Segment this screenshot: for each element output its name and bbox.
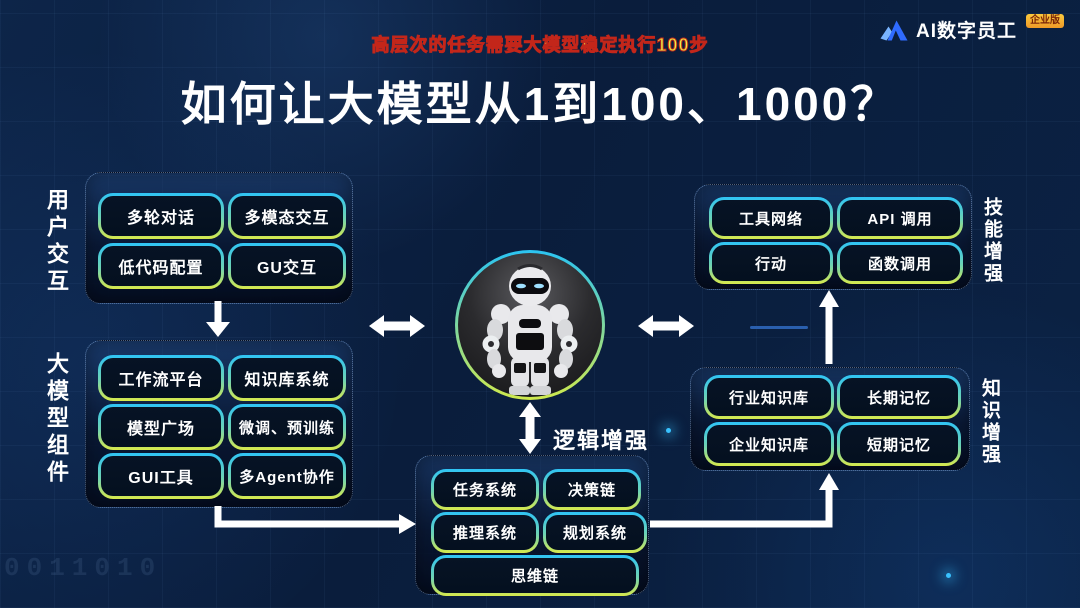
slide-subtitle: 高层次的任务需要大模型稳定执行100步 [371,35,709,56]
node-task-system: 任务系统 [431,469,539,510]
glow-dot [946,573,951,578]
group-model-components: 工作流平台 知识库系统 模型广场 微调、预训练 GUI工具 多Agent协作 [85,340,353,508]
arrowhead [638,315,653,337]
arrow-elbow-to-logic [214,506,400,528]
node-action: 行动 [709,242,833,284]
brand-logo-icon [879,17,909,43]
arrow-elbow-to-knowledge [650,489,833,528]
arrowhead [819,290,839,307]
node-multimodal-interaction: 多模态交互 [228,193,346,239]
glow-dot [666,428,671,433]
node-workflow-platform: 工作流平台 [98,355,224,401]
arrowhead [819,473,839,490]
group-label-knowledge-enhancement: 知识增强 [979,378,1000,466]
robot-image [455,250,605,400]
enterprise-badge: 企业版 [1026,13,1064,28]
node-decision-chain: 决策链 [543,469,641,510]
node-model-plaza: 模型广场 [98,404,224,450]
group-label-model-components: 大模型组件 [44,352,69,487]
node-knowledge-base-system: 知识库系统 [228,355,346,401]
brand-name: AI数字员工 [915,21,1017,42]
group-knowledge-enhancement: 行业知识库 长期记忆 企业知识库 短期记忆 [690,367,970,471]
node-low-code-config: 低代码配置 [98,243,224,289]
arrowhead [399,514,416,534]
node-enterprise-knowledge-base: 企业知识库 [704,422,834,466]
group-user-interaction: 多轮对话 多模态交互 低代码配置 GU交互 [85,172,353,304]
node-long-term-memory: 长期记忆 [837,375,961,419]
robot-illustration [482,264,578,395]
node-multi-agent-collab: 多Agent协作 [228,453,346,499]
node-function-call: 函数调用 [837,242,963,284]
group-label-skill-enhancement: 技能增强 [981,197,1002,285]
page-title: 如何让大模型从1到100、1000？ [180,78,900,130]
group-logic-enhancement: 任务系统 决策链 推理系统 规划系统 思维链 [415,455,649,595]
arrowhead [410,315,425,337]
brand-logo: AI数字员工 企业版 [879,13,1064,43]
group-label-logic-enhancement: 逻辑增强 [553,428,650,453]
node-gui-interaction: GU交互 [228,243,346,289]
node-reasoning-system: 推理系统 [431,512,539,553]
robot-photo-circle [458,253,602,397]
arrowhead [679,315,694,337]
arrowhead [369,315,384,337]
node-finetune-pretrain: 微调、预训练 [228,404,346,450]
node-planning-system: 规划系统 [543,512,647,553]
group-label-user-interaction: 用户交互 [44,188,69,296]
node-short-term-memory: 短期记忆 [837,422,961,466]
arrowhead [519,439,541,454]
arrowhead [206,322,230,337]
node-multi-turn-dialogue: 多轮对话 [98,193,224,239]
decorative-dash [750,326,808,329]
node-gui-tools: GUI工具 [98,453,224,499]
node-industry-knowledge-base: 行业知识库 [704,375,834,419]
arrowhead [519,402,541,417]
node-tool-network: 工具网络 [709,197,833,239]
node-api-call: API 调用 [837,197,963,239]
node-chain-of-thought: 思维链 [431,555,639,596]
binary-texture: 0011010 [4,553,163,583]
group-skill-enhancement: 工具网络 API 调用 行动 函数调用 [694,184,972,290]
